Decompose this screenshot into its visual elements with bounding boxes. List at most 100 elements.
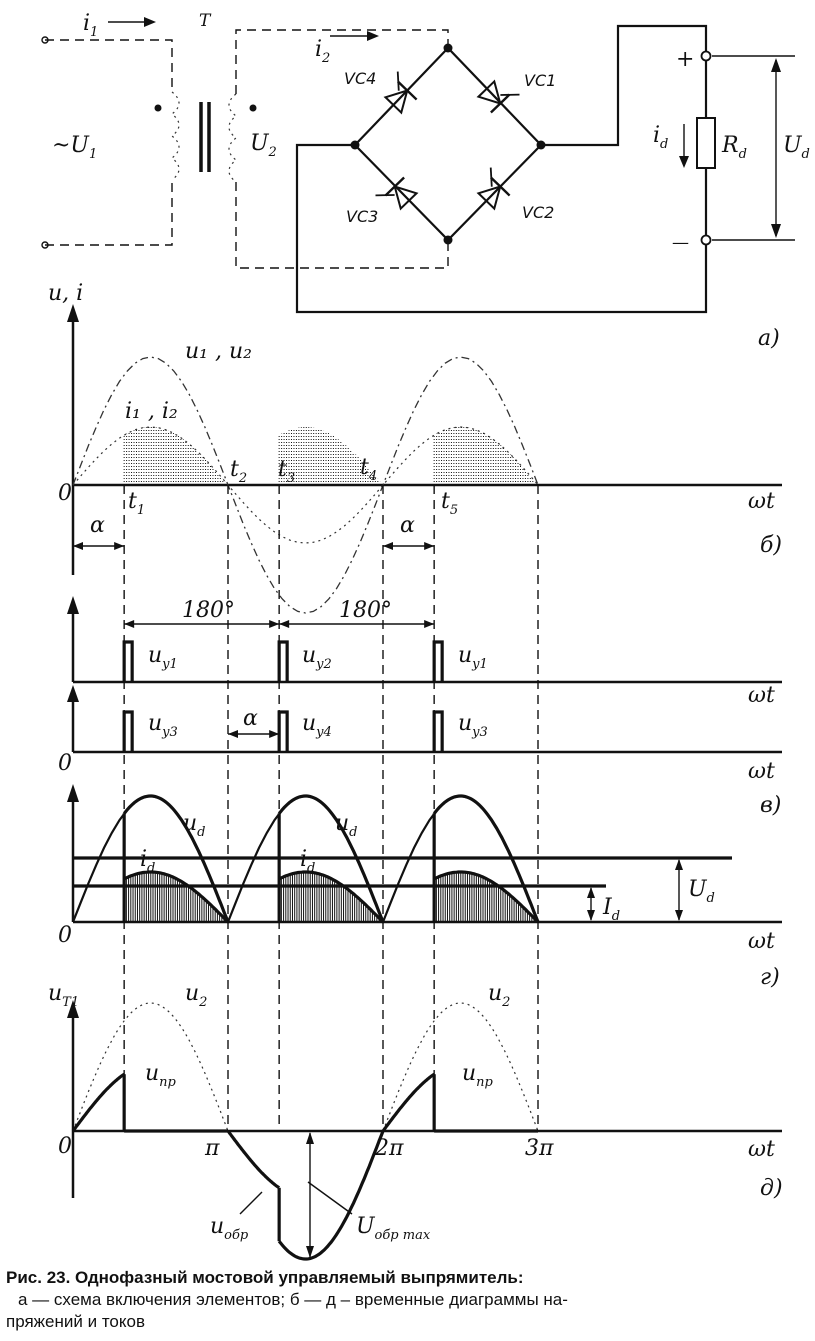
label-id-circuit: id: [653, 123, 668, 152]
waveforms-d: [71, 1002, 539, 1261]
ud-conduction: [122, 794, 230, 923]
label-i1: i1: [83, 11, 98, 40]
label-ud-g2: ud: [335, 811, 358, 840]
label-t3: t3: [278, 457, 295, 486]
circuit-schematic: [41, 17, 795, 314]
label-i2: i2: [315, 37, 330, 66]
label-uy3: uy3: [148, 711, 178, 740]
label-ud-circuit: Ud: [783, 133, 810, 162]
thyristor-vc4: [383, 71, 418, 115]
alpha-head-pulse: [228, 730, 238, 738]
label-i1-i2: i₁ , i₂: [125, 399, 178, 424]
pulse-row2-pulse: [432, 710, 444, 752]
Id-head: [587, 910, 595, 921]
label-u2-d1: u2: [185, 981, 207, 1010]
label-Ud-g: Ud: [688, 877, 715, 906]
alpha-b-right: α: [400, 513, 415, 538]
load-resistor: [696, 117, 716, 169]
tick-2pi: 2π: [374, 1136, 404, 1161]
label-t4: t4: [360, 455, 377, 484]
label-t2: t2: [230, 457, 247, 486]
alpha-head-b: [383, 542, 393, 550]
panel-label-d: д): [760, 1176, 783, 1201]
uobr-leader: [239, 1191, 263, 1215]
label-u1-u2: u₁ , u₂: [185, 339, 252, 364]
primary-dot-marker: [154, 104, 162, 112]
pulse-row1-pulse: [122, 640, 134, 682]
alpha-b-left: α: [90, 513, 105, 538]
pulse-row2-pulse: [277, 710, 289, 752]
Ud-head: [675, 859, 683, 870]
xlabel-b: ωt: [748, 489, 775, 514]
deg-right: 180°: [339, 598, 392, 623]
thyristor-vc2: [476, 167, 511, 211]
secondary-dot-marker: [249, 104, 257, 112]
label-u2-d2: u2: [488, 981, 510, 1010]
label-ud-g1: ud: [183, 811, 206, 840]
panel-label-a: а): [758, 326, 780, 351]
alpha-pulse: α: [243, 706, 258, 731]
label-id-g2: id: [300, 847, 315, 876]
label-transformer: T: [199, 11, 212, 31]
label-vc3: VC3: [346, 207, 378, 226]
deg-head: [124, 620, 135, 628]
origin-g: 0: [58, 923, 72, 948]
label-uy4: uy4: [302, 711, 332, 740]
i1-i2-curve: [72, 426, 539, 544]
panel-label-b: б): [760, 533, 782, 558]
alpha-head-pulse: [269, 730, 280, 738]
ylabel-d: uT1: [48, 981, 79, 1010]
xlabel-d: ωt: [748, 1137, 775, 1162]
figure-caption: Рис. 23. Однофазный мостовой управляемый…: [6, 1267, 806, 1333]
alpha-head-b: [73, 542, 83, 550]
u2-dotted-1: [72, 1002, 229, 1132]
ud-conduction: [277, 794, 385, 923]
ud-conduction: [432, 794, 540, 923]
u1-u2-curve: [72, 356, 539, 614]
origin-pulse: 0: [58, 751, 72, 776]
label-uy2: uy2: [302, 643, 332, 672]
pulse-row2-pulse: [122, 710, 134, 752]
label-upr1: uпр: [145, 1061, 177, 1090]
label-uobr: uобр: [210, 1214, 249, 1243]
caption-line-2: а — схема включения элементов; б — д – в…: [18, 1290, 568, 1309]
guide-lines: [123, 485, 539, 1131]
label-vc4: VC4: [344, 69, 376, 88]
label-uy3b: uy3: [458, 711, 488, 740]
xlabel-pulse2: ωt: [748, 759, 775, 784]
label-rd: Rd: [721, 133, 747, 162]
label-Uobr-max: Uобр max: [356, 1214, 431, 1243]
label-uy1: uy1: [148, 643, 178, 672]
label-upr2: uпр: [462, 1061, 494, 1090]
Uobr-leader: [307, 1181, 353, 1215]
waveforms-g: [71, 794, 732, 926]
origin-d: 0: [58, 1134, 72, 1159]
deg-head: [424, 620, 435, 628]
tick-3pi: 3π: [525, 1136, 554, 1161]
label-t5: t5: [441, 489, 458, 518]
label-uy1b: uy1: [458, 643, 488, 672]
deg-left: 180°: [182, 598, 235, 623]
id-curve: [433, 870, 540, 924]
thyristor-vc3: [375, 176, 419, 211]
xlabel-pulse1: ωt: [748, 683, 775, 708]
label-plus: +: [676, 47, 694, 72]
Uobr-head: [306, 1246, 314, 1258]
id-curve: [123, 870, 230, 924]
id-curve: [278, 870, 385, 924]
pulse-row1-pulse: [277, 640, 289, 682]
Uobr-head: [306, 1132, 314, 1144]
panel-label-v: в): [760, 793, 781, 818]
upr-curve: [381, 1072, 436, 1133]
caption-line-1: Рис. 23. Однофазный мостовой управляемый…: [6, 1268, 524, 1287]
tick-pi: π: [204, 1136, 220, 1161]
uobr-curve: [226, 1129, 281, 1190]
label-u1: ~U1: [52, 133, 97, 162]
Ud-head: [675, 910, 683, 921]
Id-head: [587, 887, 595, 898]
panel-label-g: г): [760, 965, 780, 990]
origin-b: 0: [58, 481, 72, 506]
label-vc2: VC2: [522, 203, 554, 222]
label-Id: Id: [602, 895, 620, 924]
